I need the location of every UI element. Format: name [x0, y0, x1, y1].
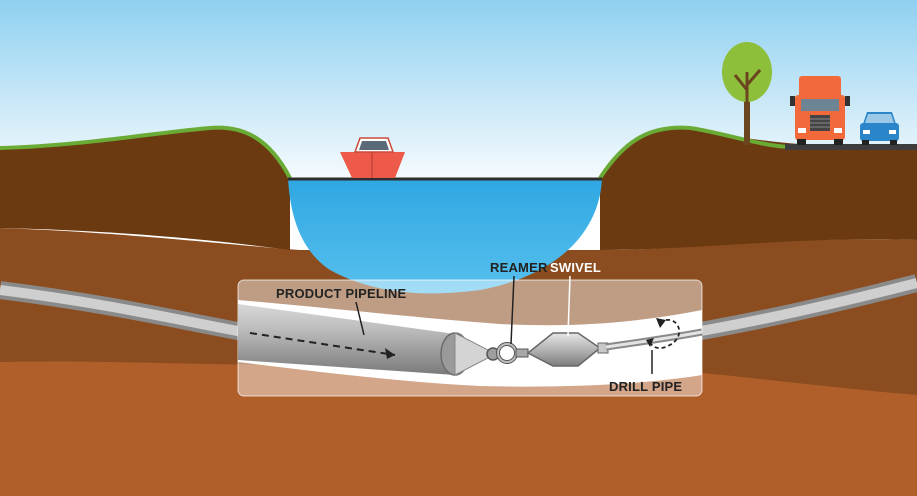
- grass-right: [598, 125, 917, 180]
- reamer: [486, 342, 529, 364]
- leader-swivel: [567, 275, 571, 337]
- label-reamer: REAMER: [490, 260, 548, 275]
- rotation-arrow-icon: [646, 318, 680, 349]
- tree-icon: [722, 42, 772, 145]
- leader-reamer: [510, 275, 515, 345]
- soil-upper: [0, 127, 290, 250]
- swivel: [526, 332, 609, 367]
- soil-upper-right: [600, 127, 917, 250]
- leader-product-pipeline: [355, 301, 365, 336]
- label-drill-pipe: DRILL PIPE: [609, 379, 682, 394]
- product-pipeline: [238, 304, 455, 375]
- car-icon: [860, 112, 899, 145]
- flow-arrow-icon: [249, 332, 396, 359]
- drill-pipe-highlight: [605, 330, 703, 349]
- river: [288, 178, 602, 294]
- boat-icon: [340, 137, 405, 178]
- truck-icon: [790, 76, 850, 145]
- label-swivel: SWIVEL: [550, 260, 601, 275]
- road: [785, 144, 917, 150]
- grass-left: [0, 125, 292, 179]
- label-product-pipeline: PRODUCT PIPELINE: [276, 286, 406, 301]
